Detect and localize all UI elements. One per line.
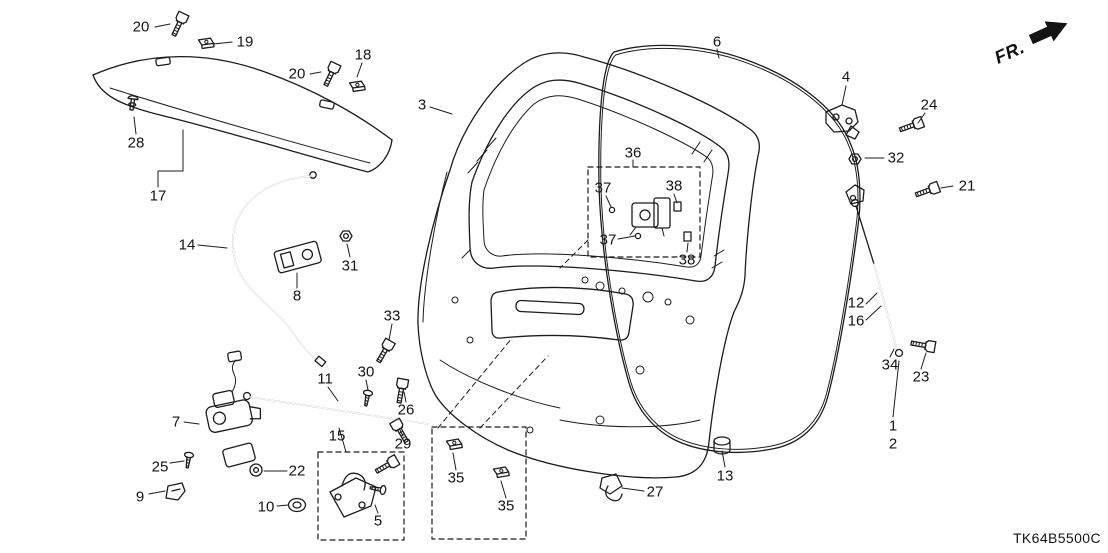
tailgate-seal-drawing xyxy=(598,44,861,454)
cable-drawing xyxy=(232,171,327,368)
part-label-8: 8 xyxy=(292,287,302,305)
part-label-21: 21 xyxy=(958,177,976,195)
part-label-22: 22 xyxy=(288,462,306,480)
bolt-20-icon xyxy=(320,60,342,89)
latch-bolt-37-icon xyxy=(608,206,616,214)
strut-upper-bracket-drawing xyxy=(845,184,865,205)
clip-35-icon xyxy=(492,465,510,479)
part-label-38: 38 xyxy=(678,251,696,269)
spoiler-drawing xyxy=(92,55,393,173)
latch-part-38-icon xyxy=(673,201,682,212)
fr-direction-arrow: FR. xyxy=(991,21,1068,68)
part-label-4: 4 xyxy=(841,68,851,86)
stay-rod-drawing xyxy=(242,391,429,425)
fr-arrow-icon xyxy=(1028,21,1068,45)
part-label-20: 20 xyxy=(132,18,150,36)
bolt-33-icon xyxy=(373,337,396,366)
latch-bolt-37-icon xyxy=(634,232,642,240)
latch-assembly-box xyxy=(559,166,701,269)
part-label-32: 32 xyxy=(887,149,905,167)
part-label-34: 34 xyxy=(881,356,899,374)
screw-30-icon xyxy=(360,389,374,408)
part-label-20: 20 xyxy=(288,65,306,83)
part-label-1: 1 xyxy=(888,417,898,435)
part-label-24: 24 xyxy=(920,96,938,114)
bolt-26-icon xyxy=(392,377,410,405)
hook-drawing xyxy=(599,473,623,502)
bolt-20-icon xyxy=(168,10,190,39)
part-label-11: 11 xyxy=(317,370,333,388)
cable-lock-drawing xyxy=(273,240,322,274)
part-label-30: 30 xyxy=(357,363,375,381)
part-label-33: 33 xyxy=(383,307,401,325)
bolt-23-icon xyxy=(909,336,937,354)
diagram-code: TK64B5500C xyxy=(1012,530,1101,546)
hinge-drawing xyxy=(825,104,860,140)
grommet-10-icon xyxy=(287,497,307,513)
part-label-37: 37 xyxy=(599,231,617,249)
fr-label: FR. xyxy=(991,37,1027,68)
part-label-19: 19 xyxy=(236,33,254,51)
screw-25-icon xyxy=(182,451,195,470)
part-label-31: 31 xyxy=(341,257,359,275)
clips-box xyxy=(431,337,549,540)
part-label-18: 18 xyxy=(354,46,372,64)
part-label-10: 10 xyxy=(257,498,275,516)
part-label-6: 6 xyxy=(712,33,722,51)
part-label-26: 26 xyxy=(397,401,415,419)
nut-31-icon xyxy=(339,230,353,242)
part-label-5: 5 xyxy=(373,512,383,530)
part-label-25: 25 xyxy=(151,458,169,476)
clip-19-icon xyxy=(197,37,215,50)
part-label-23: 23 xyxy=(912,368,930,386)
bolt-icon xyxy=(372,454,401,477)
part-label-14: 14 xyxy=(178,236,196,254)
part-label-27: 27 xyxy=(646,483,664,501)
part-label-37: 37 xyxy=(594,179,612,197)
part-label-2: 2 xyxy=(888,435,898,453)
grommet-13-icon xyxy=(713,436,731,455)
bolt-22-icon xyxy=(252,466,260,474)
leader-lines xyxy=(133,23,954,514)
part-label-9: 9 xyxy=(135,488,145,506)
part-label-28: 28 xyxy=(127,134,145,152)
part-label-7: 7 xyxy=(171,413,181,431)
striker-box xyxy=(317,451,405,541)
striker-drawing xyxy=(329,472,377,518)
latch-part-38-icon xyxy=(683,231,692,242)
part-label-12: 12 xyxy=(847,294,865,312)
hatching xyxy=(461,137,725,269)
bracket-9-icon xyxy=(165,482,186,501)
tailgate-panel-drawing xyxy=(417,52,760,479)
part-label-17: 17 xyxy=(149,187,167,205)
clip-35-icon xyxy=(445,437,463,451)
gas-strut-drawing xyxy=(850,198,904,358)
lock-actuator-drawing xyxy=(165,350,263,501)
part-label-13: 13 xyxy=(716,467,734,485)
part-label-36: 36 xyxy=(624,144,642,162)
part-label-35: 35 xyxy=(447,469,465,487)
bolt-22-icon xyxy=(249,463,263,477)
part-label-29: 29 xyxy=(394,435,412,453)
part-label-38: 38 xyxy=(665,177,683,195)
part-label-3: 3 xyxy=(417,96,427,114)
part-label-35: 35 xyxy=(497,497,515,515)
latch-drawing xyxy=(629,197,671,237)
part-label-15: 15 xyxy=(328,427,346,445)
bolt-21-icon xyxy=(913,180,942,201)
part-label-16: 16 xyxy=(847,312,865,330)
clip-18-icon xyxy=(348,80,366,93)
